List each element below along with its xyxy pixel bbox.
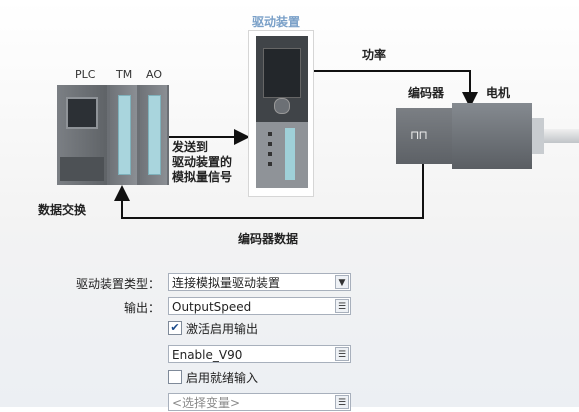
drive-diagram: PLC TM AO 驱动装置 功率 编码器 电机 ⊓⊓ 发送到 驱动装置的 模拟… [38, 15, 579, 246]
encoder-label: 编码器 [408, 86, 445, 100]
motor-body [452, 103, 532, 169]
enable-ready-checkbox[interactable] [168, 370, 182, 384]
tm-label: TM [116, 68, 133, 81]
motor-shaft [544, 129, 579, 143]
drive-type-row: 驱动装置类型： [0, 273, 160, 293]
drive-type-label: 驱动装置类型： [75, 277, 160, 291]
power-label: 功率 [362, 48, 387, 62]
plc-cpu [57, 85, 107, 185]
enable-output-field[interactable]: Enable_V90 ☰ [168, 345, 351, 363]
ao-module [140, 85, 167, 185]
tm-module [110, 85, 137, 185]
list-browse-icon[interactable]: ☰ [335, 299, 349, 313]
motor-flange [532, 118, 544, 154]
encoder-pulse-icon: ⊓⊓ [410, 128, 428, 142]
plc-screen [66, 97, 98, 129]
output-row: 输出： [0, 297, 160, 317]
drive-display [263, 48, 301, 98]
diagram-arrows [114, 70, 478, 219]
output-field[interactable]: OutputSpeed ☰ [168, 297, 351, 315]
encoder-device: ⊓⊓ [396, 108, 452, 164]
drive-device [256, 36, 308, 188]
drive-type-select[interactable]: 连接模拟量驱动装置 ▼ [168, 273, 351, 291]
list-browse-icon[interactable]: ☰ [335, 347, 349, 361]
output-label: 输出： [123, 301, 160, 315]
variable-select-field[interactable]: <选择变量> ☰ [168, 393, 351, 411]
drive-title: 驱动装置 [252, 15, 301, 29]
drive-knob [274, 98, 290, 114]
power-arrow [312, 70, 478, 108]
plc-label: PLC [75, 68, 96, 81]
encoder-feedback-arrow [114, 164, 424, 219]
drive-settings-form: 驱动装置类型： 连接模拟量驱动装置 ▼ 输出： OutputSpeed ☰ ✔ … [0, 268, 579, 411]
chevron-down-icon[interactable]: ▼ [335, 275, 349, 289]
motor-label: 电机 [486, 86, 511, 100]
activate-enable-label: 激活启用输出 [186, 322, 259, 336]
activate-enable-checkbox[interactable]: ✔ [168, 321, 182, 335]
data-exchange-label: 数据交换 [38, 203, 87, 217]
ao-label: AO [146, 68, 162, 81]
enable-ready-label: 启用就绪输入 [186, 371, 259, 385]
send-signal-label: 发送到 驱动装置的 模拟量信号 [172, 140, 233, 184]
encoder-data-label: 编码器数据 [238, 232, 299, 246]
